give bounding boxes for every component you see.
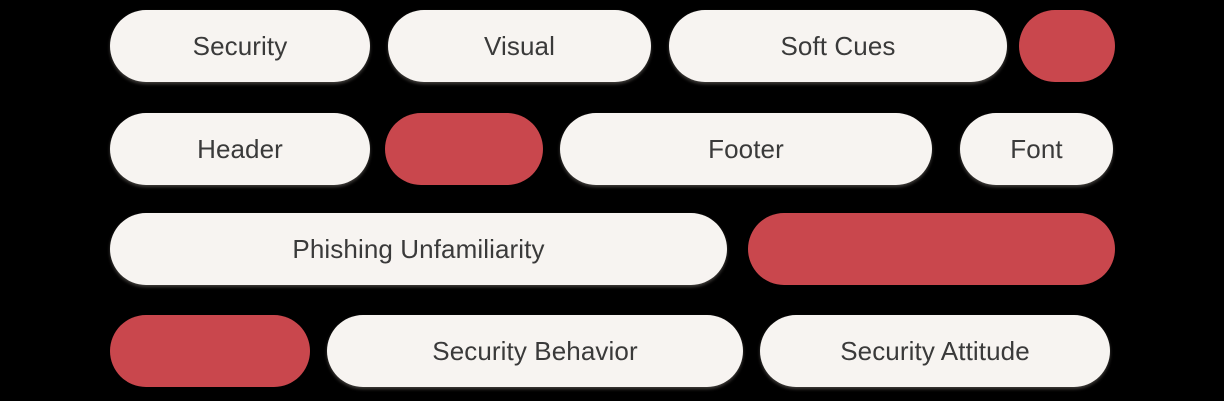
pill-font-r2c4[interactable]: Font	[960, 113, 1113, 185]
row-2: Header Footer Font	[0, 113, 1224, 185]
pill-header-r2c1[interactable]: Header	[110, 113, 370, 185]
pill-label: Font	[1010, 134, 1063, 164]
pill-label: Security Attitude	[840, 336, 1030, 366]
pill-security-r1c1[interactable]: Security	[110, 10, 370, 82]
pill-blank-r2c2[interactable]	[385, 113, 543, 185]
pill-label: Phishing Unfamiliarity	[292, 234, 545, 264]
pill-security-attitude-r4c3[interactable]: Security Attitude	[760, 315, 1110, 387]
row-3: Phishing Unfamiliarity	[0, 213, 1224, 285]
pill-footer-r2c3[interactable]: Footer	[560, 113, 932, 185]
pill-label: Header	[197, 134, 283, 164]
pill-blank-r1c4[interactable]	[1019, 10, 1115, 82]
pill-soft-cues-r1c3[interactable]: Soft Cues	[669, 10, 1007, 82]
pill-security-behavior-r4c2[interactable]: Security Behavior	[327, 315, 743, 387]
row-4: Security Behavior Security Attitude	[0, 315, 1224, 387]
row-1: Security Visual Soft Cues	[0, 10, 1224, 82]
pill-label: Footer	[708, 134, 784, 164]
pill-label: Soft Cues	[780, 31, 896, 61]
pill-blank-r4c1[interactable]	[110, 315, 310, 387]
pill-phishing-unfamiliarity-r3c1[interactable]: Phishing Unfamiliarity	[110, 213, 727, 285]
pill-label: Visual	[484, 31, 555, 61]
pill-label: Security	[192, 31, 288, 61]
pill-visual-r1c2[interactable]: Visual	[388, 10, 651, 82]
pill-label: Security Behavior	[432, 336, 638, 366]
pill-blank-r3c2[interactable]	[748, 213, 1115, 285]
